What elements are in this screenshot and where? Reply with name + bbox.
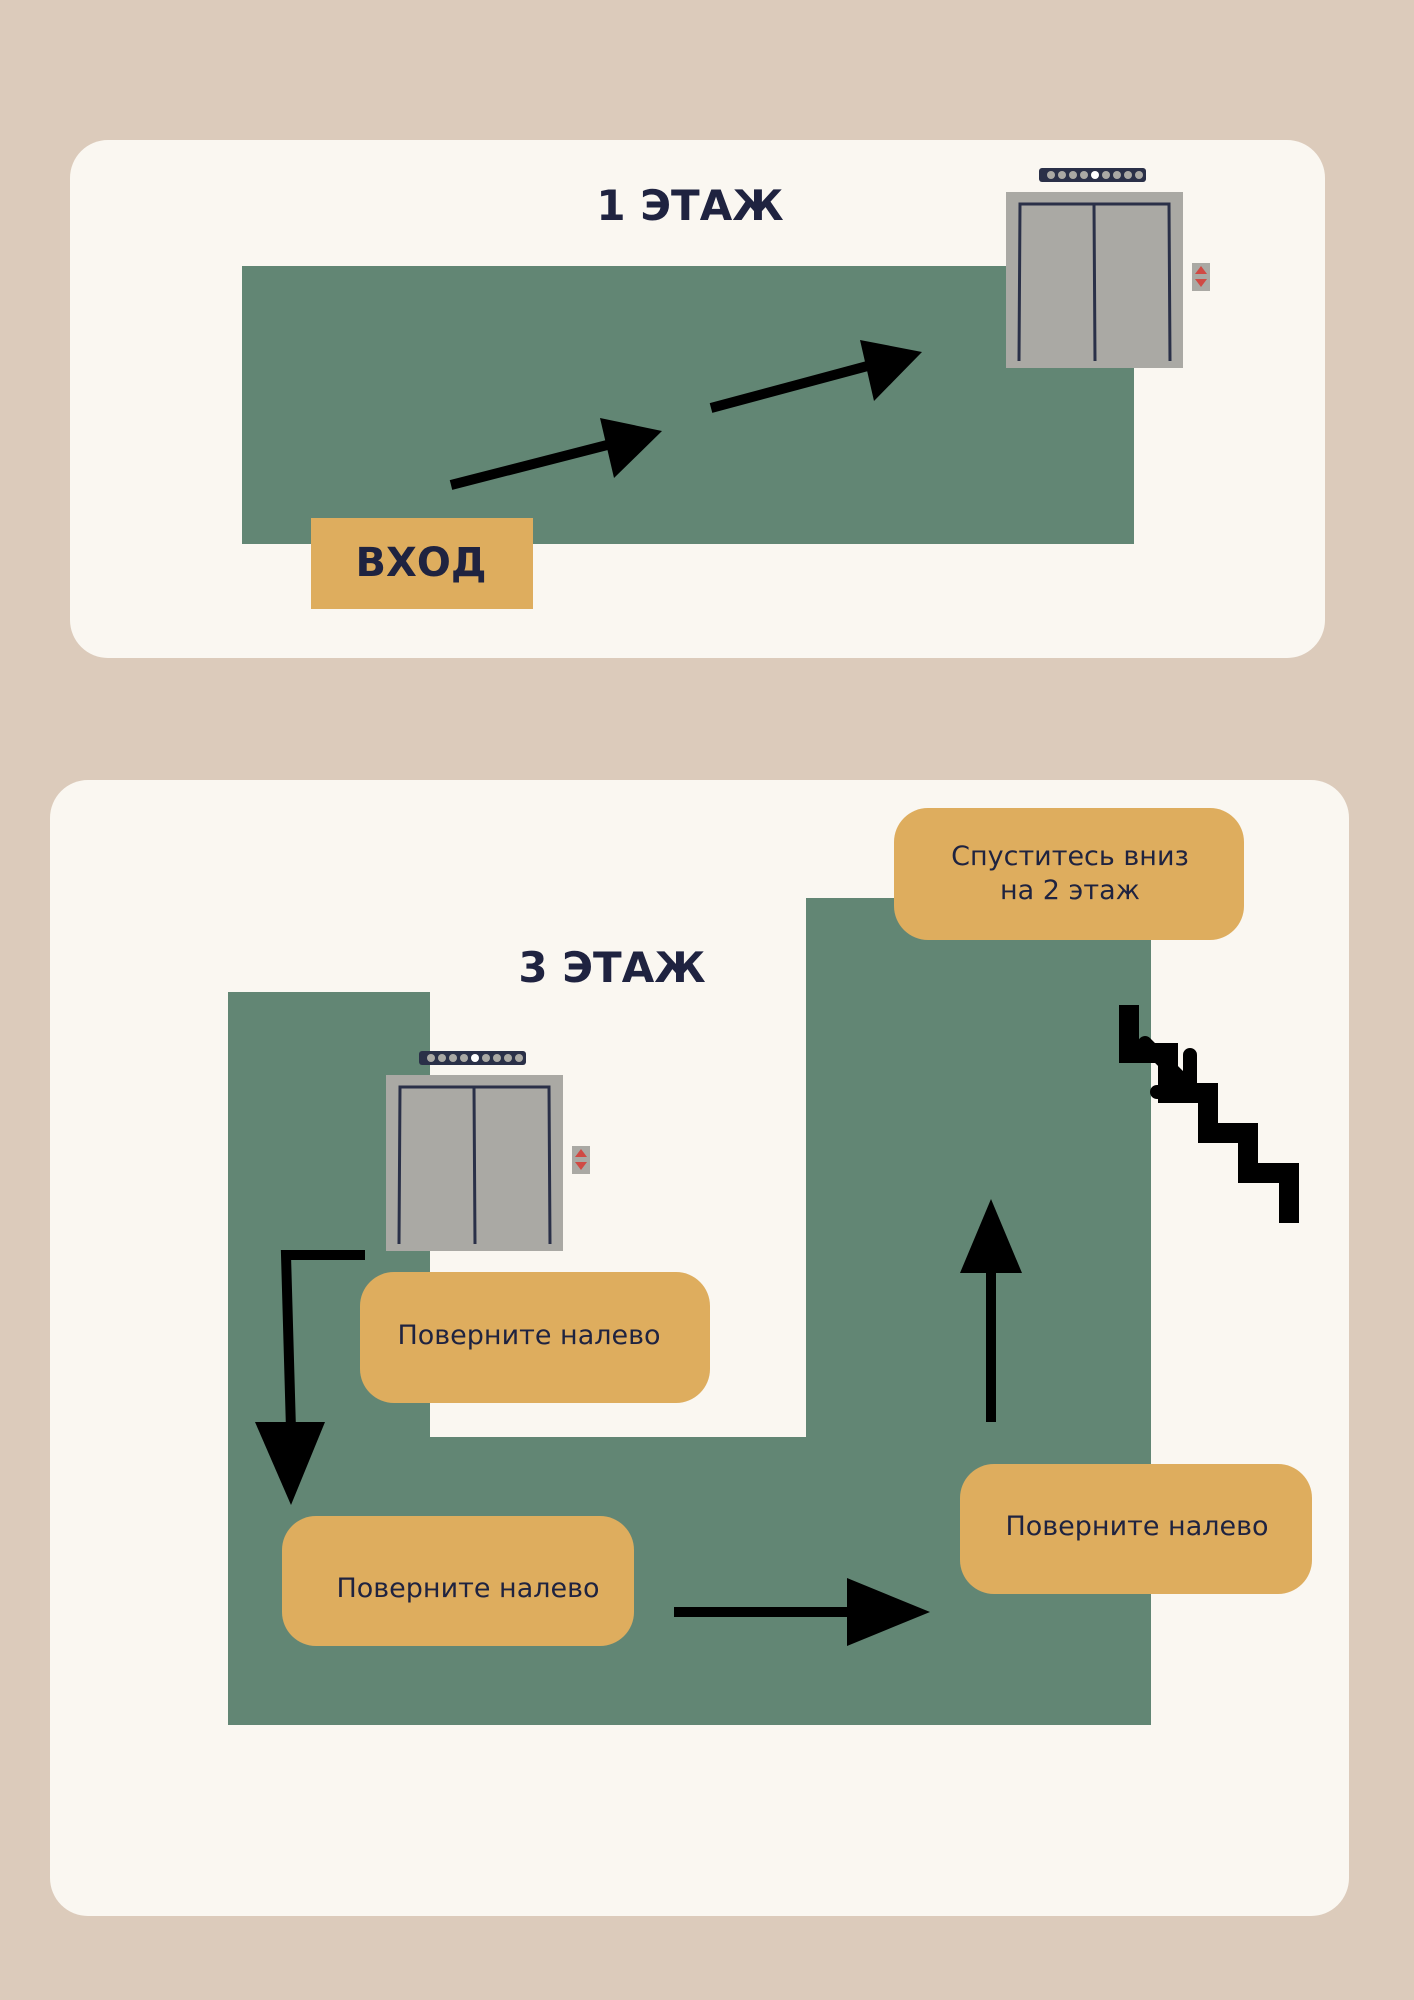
- arrow-icon: [449, 418, 662, 490]
- arrow-icon: [960, 1199, 1022, 1422]
- go-down-label: [894, 808, 1244, 940]
- turn-left-text: Поверните налево: [336, 1573, 599, 1604]
- arrow-icon: [709, 340, 922, 413]
- floor1-corridor: [242, 266, 1134, 544]
- turn-left-label: [360, 1272, 710, 1403]
- go-down-text: на 2 этаж: [1000, 875, 1140, 906]
- turn-left-label: [960, 1464, 1312, 1594]
- turn-left-text: Поверните налево: [397, 1320, 660, 1351]
- elevator-icon: [384, 1049, 592, 1253]
- arrow-icon: [674, 1578, 930, 1646]
- stairs-down-icon: [1119, 1005, 1299, 1223]
- floor3-title: 3 ЭТАЖ: [518, 943, 705, 992]
- elevator-icon: [1004, 166, 1212, 370]
- entrance-label: [311, 518, 533, 609]
- floor1-title: 1 ЭТАЖ: [596, 181, 783, 230]
- entrance-text: ВХОД: [356, 540, 487, 586]
- go-down-text: Спуститесь вниз: [951, 841, 1189, 872]
- turn-left-label: [282, 1516, 634, 1646]
- turn-left-text: Поверните налево: [1005, 1511, 1268, 1542]
- arrow-icon: [255, 1250, 365, 1505]
